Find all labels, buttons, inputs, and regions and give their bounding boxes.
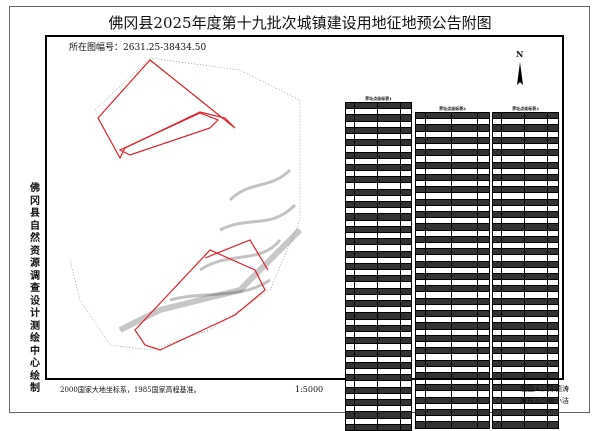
map-frame — [45, 35, 564, 380]
map-title: 佛冈县2025年度第十九批次城镇建设用地征地预公告附图 — [108, 14, 492, 32]
north-label: N — [516, 49, 524, 59]
table-caption: 界址点坐标表3 — [512, 106, 539, 111]
vertical-credit: 佛冈县自然资源调查设计测绘中心绘制 — [30, 183, 40, 394]
north-arrow-icon — [517, 62, 523, 85]
credits: 制图人：陈德涛 审核人：黄小洁 — [520, 383, 569, 407]
terrain-hatching — [69, 57, 303, 351]
map-border — [9, 6, 590, 413]
coordinate-note: 2000国家大地坐标系，1985国家高程基准。 — [60, 386, 201, 394]
reviewed-by: 审核人：黄小洁 — [520, 397, 569, 405]
drawn-by: 制图人：陈德涛 — [520, 385, 569, 393]
land-boundary — [97, 59, 269, 351]
table-caption: 界址点坐标表2 — [439, 106, 466, 111]
table-caption: 界址点坐标表1 — [365, 96, 392, 101]
scale-label: 1:5000 — [295, 385, 324, 394]
sheet-number: 所在图幅号：2631.25-38434.50 — [69, 43, 207, 53]
